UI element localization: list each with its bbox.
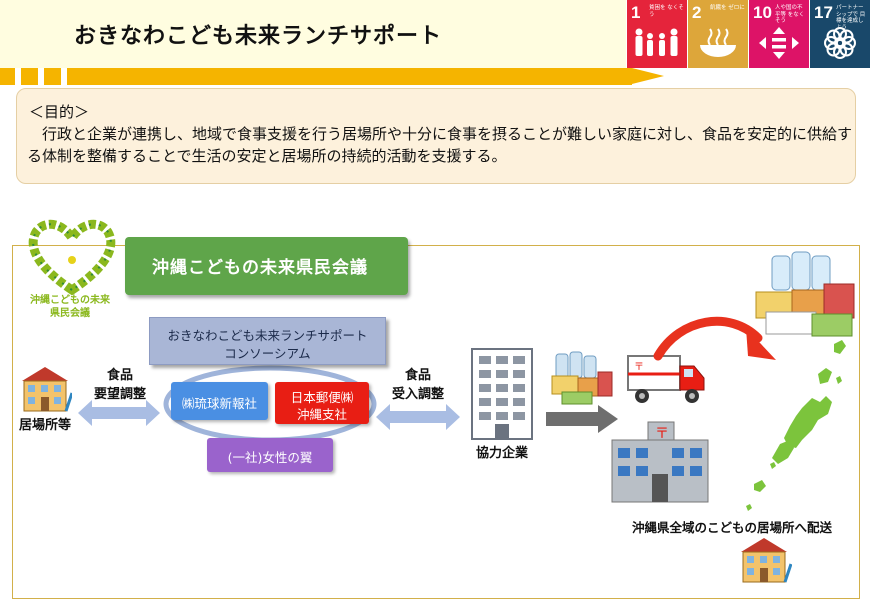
- delivery-label: 沖縄県全域のこどもの居場所へ配送: [631, 520, 832, 535]
- purpose-heading: ＜目的＞: [29, 103, 90, 121]
- council-logo-text: 沖縄こどもの未来 県民会議: [30, 295, 110, 319]
- header-stripe-arrow: [632, 68, 664, 84]
- purpose-box: ＜目的＞ 行政と企業が連携し、地域で食事支援を行う居場所や十分に食事を摂ることが…: [16, 88, 856, 184]
- council-logo-icon: [28, 219, 116, 296]
- destination-house-icon: [741, 538, 792, 583]
- sdg-goal-1: 1 貧困を なくそう: [627, 0, 687, 68]
- request-double-arrow: [78, 400, 160, 426]
- okinawa-map-icon: [746, 340, 846, 511]
- purpose-body: 行政と企業が連携し、地域で食事支援を行う居場所や十分に食事を摂ることが難しい家庭…: [27, 125, 853, 165]
- people-icon: [635, 28, 678, 56]
- request-label: 食品 要望調整: [93, 368, 146, 402]
- delivery-curve-arrow: [653, 316, 776, 361]
- council-banner: 沖縄こどもの未来県民会議: [125, 237, 408, 295]
- diagram-frame: [12, 245, 860, 599]
- header-stripe: [21, 68, 38, 85]
- member-ryukyu-shimpo: ㈱琉球新報社: [171, 382, 268, 420]
- office-building-icon: [471, 348, 533, 440]
- bowl-icon: [700, 28, 736, 57]
- intake-label: 食品 受入調整: [391, 368, 444, 402]
- member-japan-post: 日本郵便㈱ 沖縄支社: [275, 382, 369, 424]
- header-stripe: [67, 68, 632, 85]
- header-stripe: [44, 68, 61, 85]
- svg-text:〒: 〒: [655, 426, 669, 442]
- sdg-goal-2: 2 飢餓を ゼロに: [688, 0, 748, 68]
- food-pile-icon: [755, 251, 855, 337]
- flower-icon: [824, 27, 856, 59]
- equality-icon: [759, 27, 799, 59]
- supply-arrow: [546, 405, 618, 433]
- header-banner: [0, 0, 626, 68]
- page-title: おきなわこども未来ランチサポート: [74, 24, 443, 49]
- consortium-box: おきなわこども未来ランチサポート コンソーシアム: [149, 317, 386, 365]
- header-stripe: [0, 68, 15, 85]
- member-women-wings: (一社)女性の翼: [207, 438, 333, 472]
- ibasho-label: 居場所等: [18, 418, 71, 433]
- post-office-building-icon: 〒: [611, 421, 709, 503]
- facility-house-icon: [22, 367, 72, 412]
- sdg-goal-10: 10 人や国の不平等 をなくそう: [749, 0, 809, 68]
- sdg-goal-17: 17 パートナーシップで 目標を達成しよう: [810, 0, 870, 68]
- partner-company-label: 協力企業: [475, 446, 528, 461]
- svg-text:〒: 〒: [634, 362, 644, 373]
- food-supplies-icon: [551, 351, 613, 405]
- intake-double-arrow: [376, 404, 460, 430]
